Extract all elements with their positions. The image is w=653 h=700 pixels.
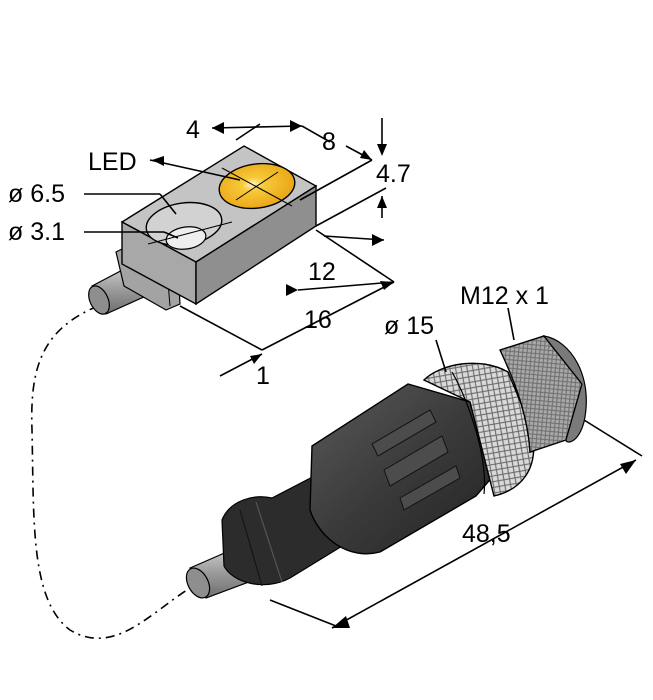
label-dim-8: 8	[322, 128, 336, 156]
connector-dimensions	[269, 307, 643, 629]
mounting-hole-inner	[165, 226, 207, 250]
sensor	[88, 145, 318, 315]
connector-front-face	[542, 335, 587, 443]
label-dim-4: 4	[186, 116, 200, 144]
label-dim-16: 16	[304, 306, 332, 334]
sensor-dimensions	[84, 118, 395, 377]
label-thread-m12: M12 x 1	[460, 282, 549, 310]
label-length-48-5: 48,5	[462, 520, 511, 548]
label-diameter-3-1: ø 3.1	[8, 218, 65, 246]
label-dim-4-7: 4.7	[376, 160, 411, 188]
label-dim-12: 12	[308, 258, 336, 286]
label-diameter-15: ø 15	[384, 312, 434, 340]
connector	[185, 335, 587, 599]
cable-dashed-link	[30, 305, 206, 639]
label-dim-1: 1	[256, 362, 270, 390]
label-led: LED	[88, 148, 137, 176]
label-diameter-6-5: ø 6.5	[8, 180, 65, 208]
